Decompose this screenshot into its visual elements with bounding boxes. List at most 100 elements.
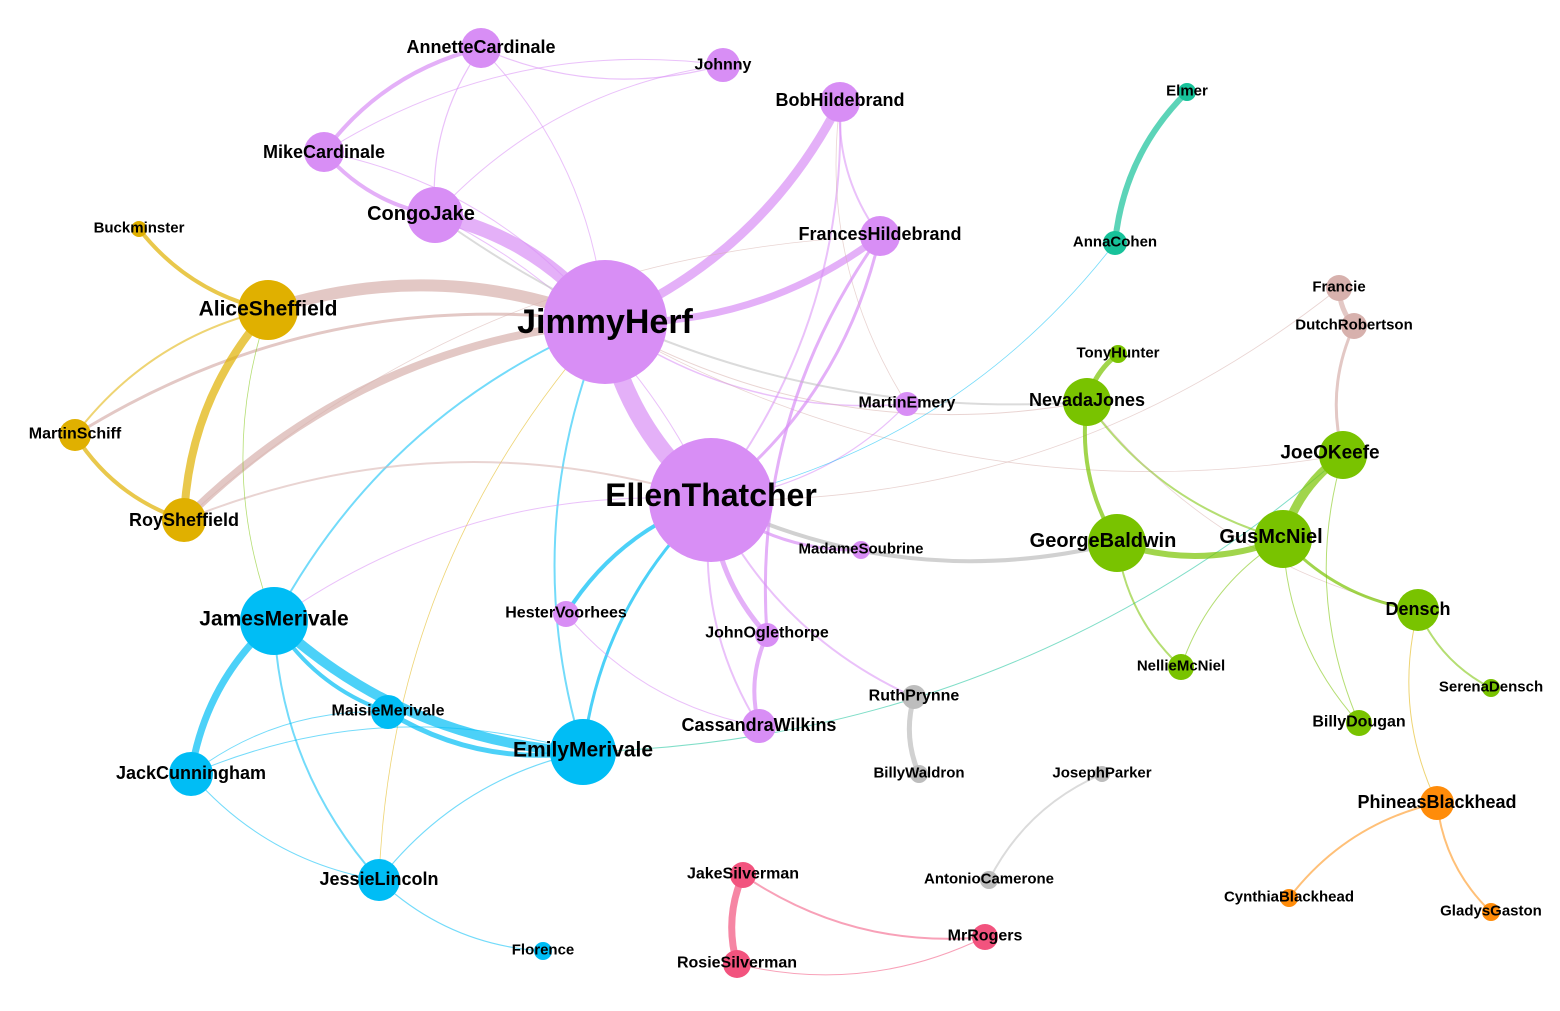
node-label-madame-soubrine: MadameSoubrine [798,541,923,558]
node-cassandra-wilkins[interactable] [742,709,776,743]
edge-alice-sheffield-james-merivale [242,309,275,622]
edge-jimmy-herf-james-merivale [273,321,606,622]
edge-rosie-silverman-mr-rogers [736,936,986,976]
node-label-cynthia-blackhead: CynthiaBlackhead [1224,889,1354,906]
edge-james-merivale-emily-merivale [269,616,588,757]
node-rosie-silverman[interactable] [723,950,751,978]
edge-maisie-merivale-jack-cunningham [190,711,389,775]
node-label-anna-cohen: AnnaCohen [1073,234,1157,251]
node-label-roy-sheffield: RoySheffield [129,510,239,530]
edge-alice-sheffield-roy-sheffield [180,306,272,524]
node-hester-voorhees[interactable] [553,601,579,627]
node-label-congo-jake: CongoJake [367,203,475,225]
node-roy-sheffield[interactable] [162,498,206,542]
node-annette-cardinale[interactable] [461,28,501,68]
node-label-billy-waldron: BillyWaldron [873,765,964,782]
node-label-maisie-merivale: MaisieMerivale [332,703,445,720]
node-bob-hildebrand[interactable] [820,82,860,122]
node-label-elmer: Elmer [1166,83,1208,100]
node-densch[interactable] [1397,589,1439,631]
node-label-frances-hildebrand: FrancesHildebrand [798,224,961,244]
node-jimmy-herf[interactable] [543,260,667,384]
node-label-john-oglethorpe: JohnOglethorpe [705,625,829,642]
node-tony-hunter[interactable] [1109,345,1127,363]
node-antonio-camerone[interactable] [980,871,998,889]
node-ellen-thatcher[interactable] [649,438,773,562]
node-label-annette-cardinale: AnnetteCardinale [406,37,555,57]
node-label-emily-merivale: EmilyMerivale [513,739,653,762]
node-jessie-lincoln[interactable] [358,859,400,901]
node-serena-densch[interactable] [1482,679,1500,697]
node-label-gus-mc-niel: GusMcNiel [1219,526,1322,548]
edge-nevada-jones-gus-mc-niel [1086,401,1284,540]
node-label-ruth-prynne: RuthPrynne [869,688,960,705]
edge-gus-mc-niel-billy-dougan [1282,538,1360,724]
node-label-cassandra-wilkins: CassandraWilkins [682,715,837,735]
node-martin-schiff[interactable] [59,419,91,451]
node-dutch-robertson[interactable] [1341,313,1367,339]
edge-jack-cunningham-jessie-lincoln [190,773,380,881]
node-mr-rogers[interactable] [972,924,998,950]
edge-annette-cardinale-mike-cardinale [322,46,483,154]
node-anna-cohen[interactable] [1103,231,1127,255]
node-nevada-jones[interactable] [1063,378,1111,426]
node-phineas-blackhead[interactable] [1420,786,1454,820]
node-gus-mc-niel[interactable] [1254,510,1312,568]
node-ruth-prynne[interactable] [902,685,926,709]
node-label-james-merivale: JamesMerivale [199,608,348,631]
node-label-phineas-blackhead: PhineasBlackhead [1357,792,1516,812]
node-maisie-merivale[interactable] [371,695,405,729]
node-elmer[interactable] [1178,83,1196,101]
edge-emily-merivale-jessie-lincoln [378,751,584,881]
node-nellie-mc-niel[interactable] [1168,654,1194,680]
node-joe-okeefe[interactable] [1319,431,1367,479]
node-label-gladys-gaston: GladysGaston [1440,903,1542,920]
node-billy-waldron[interactable] [910,765,928,783]
node-emily-merivale[interactable] [550,719,616,785]
node-madame-soubrine[interactable] [852,541,870,559]
node-label-george-baldwin: GeorgeBaldwin [1030,530,1177,552]
node-gladys-gaston[interactable] [1482,903,1500,921]
node-jack-cunningham[interactable] [169,752,213,796]
node-george-baldwin[interactable] [1088,514,1146,572]
edge-jimmy-herf-nevada-jones [604,321,1088,416]
node-label-buckminster: Buckminster [94,220,185,237]
node-johnny[interactable] [706,48,740,82]
node-label-nevada-jones: NevadaJones [1029,390,1145,410]
edges-layer [73,46,1492,976]
labels-layer: JimmyHerfEllenThatcherAnnetteCardinaleJo… [29,37,1543,972]
node-james-merivale[interactable] [240,587,308,655]
node-frances-hildebrand[interactable] [860,216,900,256]
node-label-rosie-silverman: RosieSilverman [677,955,797,972]
node-label-florence: Florence [512,942,575,959]
edge-jimmy-herf-joe-okeefe [604,321,1344,472]
node-billy-dougan[interactable] [1346,710,1372,736]
node-jake-silverman[interactable] [730,862,756,888]
node-mike-cardinale[interactable] [304,132,344,172]
edge-elmer-anna-cohen [1112,89,1190,246]
node-label-bob-hildebrand: BobHildebrand [776,90,905,110]
node-congo-jake[interactable] [407,187,463,243]
node-buckminster[interactable] [131,221,147,237]
node-label-jack-cunningham: JackCunningham [116,763,266,783]
node-label-billy-dougan: BillyDougan [1312,714,1405,731]
node-martin-emery[interactable] [895,392,919,416]
node-label-jimmy-herf: JimmyHerf [517,303,693,341]
edge-frances-hildebrand-roy-sheffield [183,235,881,521]
node-joseph-parker[interactable] [1094,766,1110,782]
node-label-serena-densch: SerenaDensch [1439,679,1543,696]
node-label-hester-voorhees: HesterVoorhees [505,605,627,622]
node-label-joe-okeefe: JoeOKeefe [1280,443,1379,464]
node-john-oglethorpe[interactable] [755,623,779,647]
edge-bob-hildebrand-martin-emery [835,101,908,405]
node-florence[interactable] [534,942,552,960]
node-francie[interactable] [1326,275,1352,301]
node-label-mike-cardinale: MikeCardinale [263,142,385,162]
node-label-antonio-camerone: AntonioCamerone [924,871,1054,888]
node-alice-sheffield[interactable] [238,280,298,340]
edge-james-merivale-jessie-lincoln [273,620,380,881]
node-cynthia-blackhead[interactable] [1280,889,1298,907]
edge-phineas-blackhead-cynthia-blackhead [1288,802,1438,899]
edge-jake-silverman-mr-rogers [742,874,986,940]
